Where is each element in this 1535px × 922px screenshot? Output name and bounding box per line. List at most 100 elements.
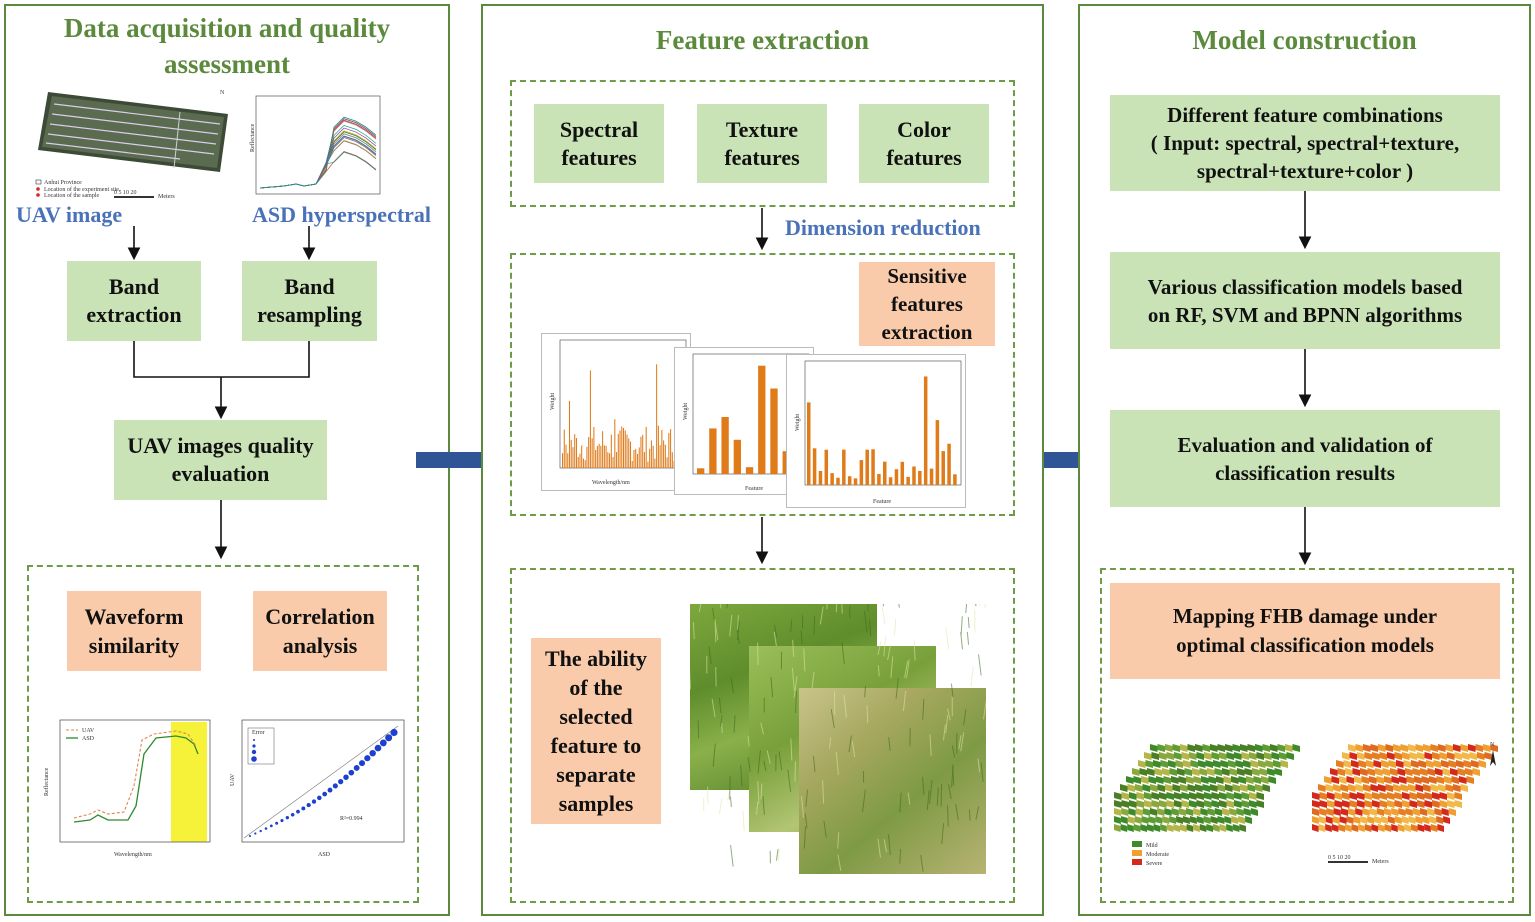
weight-bar — [612, 457, 614, 468]
map-cell — [1128, 808, 1136, 816]
weight-bar — [575, 438, 577, 468]
wheat-stroke — [975, 806, 980, 820]
map-cell — [1343, 760, 1351, 768]
map-cell — [1391, 824, 1398, 832]
weight-bar — [621, 426, 623, 468]
map-cell — [1378, 824, 1385, 832]
dimension-reduction-label: Dimension reduction — [785, 215, 981, 240]
map-cell — [1121, 800, 1129, 808]
map-cell — [1264, 752, 1272, 760]
svg-text:0 5 10 20: 0 5 10 20 — [1328, 855, 1351, 861]
scatter-point — [280, 818, 284, 823]
scatter-point — [311, 799, 317, 804]
scatter-point — [259, 829, 262, 833]
wheat-stroke — [866, 705, 869, 723]
wheat-stroke — [730, 844, 734, 867]
map-cell — [1255, 784, 1263, 792]
map-cell — [1364, 800, 1372, 808]
map-cell — [1490, 744, 1498, 752]
wheat-stroke — [890, 656, 894, 678]
map-cell — [1468, 744, 1476, 752]
map-cell — [1412, 808, 1420, 816]
map-cell — [1151, 800, 1159, 808]
map-cell — [1403, 760, 1411, 768]
map-cell — [1457, 768, 1465, 776]
wheat-stroke — [826, 604, 828, 610]
wheat-stroke — [747, 757, 751, 772]
map-cell — [1166, 792, 1174, 800]
map-cell — [1162, 816, 1170, 824]
map-cell — [1312, 816, 1319, 824]
wheat-stroke — [712, 608, 716, 623]
weight-bar — [628, 438, 630, 468]
wheat-stroke — [720, 715, 723, 727]
map-cell — [1376, 776, 1384, 784]
map-cell — [1331, 776, 1339, 784]
map-cell — [1145, 760, 1153, 768]
map-cell — [1325, 784, 1333, 792]
weight-bar — [574, 434, 576, 468]
wheat-stroke — [711, 698, 716, 718]
map-cell — [1162, 768, 1170, 776]
map-cell — [1430, 824, 1438, 832]
map-cell — [1385, 744, 1393, 752]
map-cell — [1444, 776, 1452, 784]
wheat-stroke — [729, 614, 733, 637]
wheat-stroke — [913, 640, 916, 661]
map-cell — [1384, 776, 1392, 784]
map-cell — [1192, 768, 1200, 776]
wheat-stroke — [730, 678, 735, 693]
map-cell — [1387, 792, 1395, 800]
wheat-stroke — [941, 823, 945, 845]
weight-bar — [664, 444, 666, 468]
map-cell — [1414, 776, 1422, 784]
map-cell — [1334, 800, 1342, 808]
weight-bar — [918, 470, 922, 485]
map-cell — [1225, 744, 1233, 752]
map-cell — [1226, 752, 1234, 760]
map-cell — [1319, 800, 1327, 808]
map-cell — [1330, 768, 1338, 776]
map-cell — [1384, 808, 1392, 816]
map-cell — [1453, 744, 1461, 752]
map-cell — [1211, 800, 1219, 808]
map-cell — [1195, 784, 1203, 792]
map-cell — [1465, 768, 1473, 776]
feature-combinations-box: Different feature combinations ( Input: … — [1110, 95, 1500, 191]
weight-bar — [607, 452, 609, 468]
map-cell — [1432, 800, 1440, 808]
map-cell — [1219, 800, 1227, 808]
map-cell — [1256, 792, 1264, 800]
map-cell — [1439, 792, 1447, 800]
map-cell — [1379, 792, 1387, 800]
wheat-stroke — [760, 722, 764, 735]
map-cell — [1396, 760, 1404, 768]
weight-bar — [633, 450, 635, 468]
map-cell — [1364, 824, 1372, 832]
weight-bar — [591, 438, 593, 468]
weight-bar — [888, 477, 893, 485]
waveform-similarity-box: Waveform similarity — [67, 591, 201, 671]
weight-bar — [807, 402, 811, 485]
map-cell — [1378, 744, 1386, 752]
map-cell — [1471, 760, 1479, 768]
map-cell — [1450, 768, 1458, 776]
map-cell — [1387, 816, 1395, 824]
map-cell — [1393, 784, 1401, 792]
map-cell — [1372, 752, 1380, 760]
wheat-stroke — [712, 743, 716, 767]
map-cell — [1274, 768, 1282, 776]
map-cell — [1460, 744, 1468, 752]
wheat-stroke — [947, 708, 951, 721]
map-cell — [1408, 784, 1416, 792]
svg-text:Severe: Severe — [1146, 861, 1163, 867]
map-cell — [1247, 784, 1255, 792]
map-cell — [1151, 752, 1159, 760]
map-cell — [1397, 824, 1405, 832]
map-cell — [1267, 768, 1275, 776]
map-cell — [1120, 824, 1128, 832]
map-cell — [1346, 776, 1354, 784]
wheat-stroke — [790, 619, 793, 633]
wheat-stroke — [801, 796, 805, 818]
wheat-stroke — [733, 715, 736, 733]
